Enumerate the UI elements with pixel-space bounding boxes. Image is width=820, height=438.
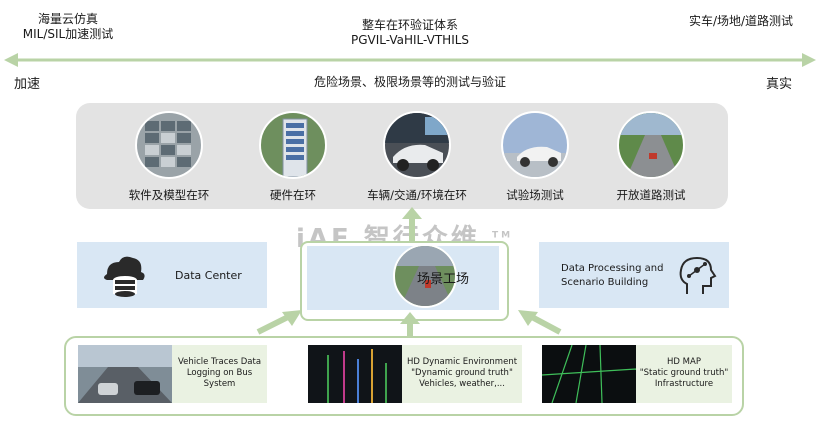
left-header-subtitle: MIL/SIL加速测试 xyxy=(22,27,114,41)
cloud-database-icon xyxy=(104,256,145,297)
ai-head-icon xyxy=(679,256,717,294)
dynamic-environment-box: HD Dynamic Environment "Dynamic ground t… xyxy=(402,345,522,403)
stage-label: 车辆/交通/环境在环 xyxy=(367,188,467,202)
source-text-line: System xyxy=(203,379,236,389)
stage-vehicle-traffic-env: 车辆/交通/环境在环 xyxy=(362,111,472,203)
stage-label: 硬件在环 xyxy=(270,188,316,202)
data-processing-label: Data Processing and Scenario Building xyxy=(561,262,663,290)
hardware-rack-icon xyxy=(259,111,327,179)
stage-test-track: 试验场测试 xyxy=(480,111,590,203)
right-header: 实车/场地/道路测试 xyxy=(668,14,814,29)
test-stages-panel: 软件及模型在环 硬件在环 车辆/交通/环境在环 xyxy=(76,103,728,209)
stage-label: 开放道路测试 xyxy=(616,188,686,202)
stage-label: 软件及模型在环 xyxy=(128,188,210,202)
source-text-line: Logging on Bus xyxy=(186,368,253,378)
middle-header: 整车在环验证体系 PGVIL-VaHIL-VTHILS xyxy=(300,18,520,48)
source-text-line: HD Dynamic Environment xyxy=(406,357,518,367)
scale-right-label: 真实 xyxy=(766,77,793,92)
source-text-line: Infrastructure xyxy=(654,379,714,389)
scene-factory-box: 场景工场 xyxy=(307,244,499,310)
hd-map-box: HD MAP "Static ground truth" Infrastruct… xyxy=(636,345,732,403)
source-text-line: Vehicles, weather,... xyxy=(419,379,505,389)
source-text-line: HD MAP xyxy=(667,357,701,367)
scene-road-icon xyxy=(393,244,457,308)
scale-middle-label: 危险场景、极限场景等的测试与验证 xyxy=(313,75,506,89)
left-header: 海量云仿真 MIL/SIL加速测试 xyxy=(8,12,128,42)
data-center-box: Data Center xyxy=(77,242,267,308)
open-road-icon xyxy=(617,111,685,179)
arrow-up-right-icon xyxy=(256,310,302,335)
vehicle-traces-box: Vehicle Traces Data Logging on Bus Syste… xyxy=(172,345,267,403)
hd-map-image xyxy=(542,345,636,403)
vehicle-lab-icon xyxy=(383,111,451,179)
data-processing-line2: Scenario Building xyxy=(561,277,649,288)
watermark-tm: TM xyxy=(491,230,514,241)
software-model-icon xyxy=(135,111,203,179)
vehicle-traces-image xyxy=(78,345,172,403)
source-text-line: "Dynamic ground truth" xyxy=(411,368,513,378)
stage-software-model: 软件及模型在环 xyxy=(114,111,224,203)
double-arrow-icon xyxy=(4,53,816,67)
up-arrow-icon xyxy=(402,207,422,243)
data-processing-box: Data Processing and Scenario Building xyxy=(539,242,729,308)
stage-label: 试验场测试 xyxy=(506,188,564,202)
stage-open-road: 开放道路测试 xyxy=(596,111,706,203)
scene-factory-label: 场景工场 xyxy=(417,272,470,287)
data-processing-line1: Data Processing and xyxy=(561,263,664,274)
right-header-title: 实车/场地/道路测试 xyxy=(688,14,794,28)
source-text-line: Vehicle Traces Data xyxy=(177,357,262,367)
test-track-icon xyxy=(501,111,569,179)
arrow-up-icon xyxy=(400,312,420,338)
arrow-up-left-icon xyxy=(518,310,562,335)
dynamic-environment-image xyxy=(308,345,402,403)
left-header-title: 海量云仿真 xyxy=(37,12,98,26)
source-text-line: "Static ground truth" xyxy=(639,368,729,378)
data-center-label: Data Center xyxy=(175,269,242,282)
middle-header-title: 整车在环验证体系 xyxy=(361,18,458,32)
stage-hardware: 硬件在环 xyxy=(238,111,348,203)
middle-header-subtitle: PGVIL-VaHIL-VTHILS xyxy=(350,33,470,47)
scale-left-label: 加速 xyxy=(14,77,41,92)
